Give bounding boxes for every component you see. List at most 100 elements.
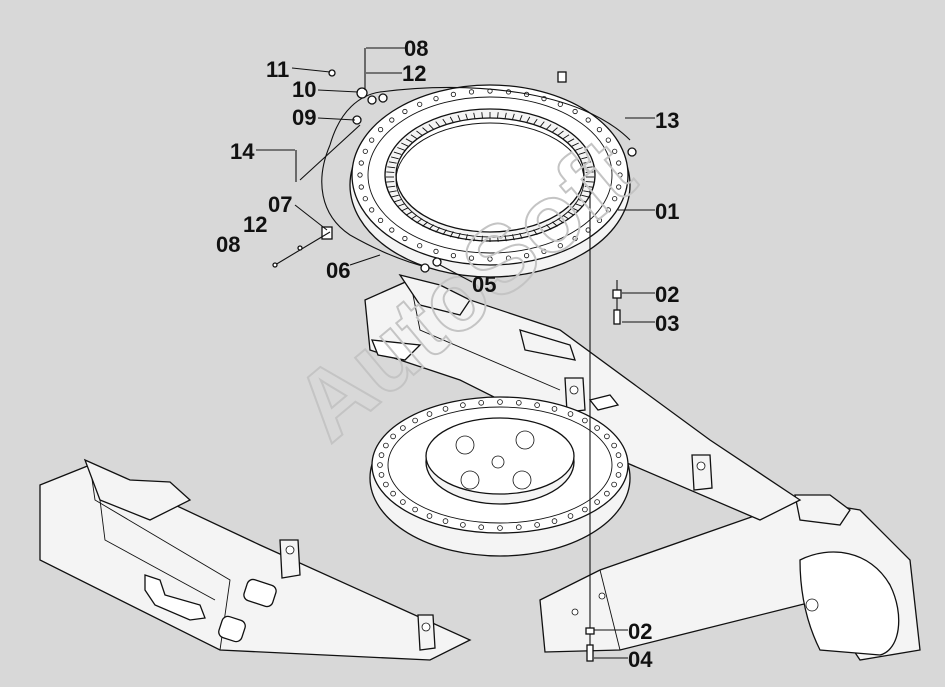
bolt-hole [450,91,456,98]
gear-tooth [584,185,593,188]
gear-tooth [386,171,395,173]
bolt-hole [400,499,406,505]
bolt-hole [390,490,396,497]
gear-tooth [581,194,590,198]
bolt-hole [582,506,588,513]
bolt-hole [478,524,485,530]
bolt-hole [604,490,610,497]
gear-tooth [539,121,545,127]
gear-tooth [481,112,483,119]
undercarriage-frame [39,273,921,661]
bolt-hole [617,172,623,178]
gear-tooth [387,185,396,188]
callout-10: 10 [292,77,316,102]
gear-tooth [387,166,396,169]
bolt-hole [442,518,449,524]
callout-labels: 08 12 11 10 09 14 13 01 07 12 08 06 05 0… [216,36,679,672]
gear-tooth [410,134,418,140]
bolt-hole [572,235,578,242]
bolt-hole [468,89,475,95]
gear-tooth [567,138,575,143]
bolt-stack [364,48,622,662]
bolt-hole [567,411,574,417]
gear-tooth [557,218,564,224]
callout-14: 14 [230,139,255,164]
bolt-hole [390,433,396,440]
gear-tooth [504,112,507,119]
bolt-hole [612,148,618,154]
gear-tooth [575,203,583,207]
bolt-hole [594,499,600,505]
bolt-hole [497,399,503,405]
bolt-hole [523,253,530,259]
gear-tooth [581,156,590,160]
gear-tooth [465,113,469,120]
bolt-hole [534,402,540,408]
bolt-hole [572,108,578,115]
bolt-hole [377,217,384,223]
callout-02-top: 02 [655,282,679,307]
gear-tooth [401,207,409,212]
gear-tooth [401,142,409,147]
gear-tooth [442,118,447,125]
bolt-hole [582,417,588,424]
gear-tooth [584,166,593,169]
bolt-hole [460,402,466,408]
bolt-hole [594,425,600,431]
gear-tooth [526,116,531,123]
bolt-hole [377,127,384,133]
swing-base-ring [369,396,631,557]
bolt-hole [616,184,622,190]
bolt-hole [383,481,389,488]
bolt-hole [362,196,368,202]
gear-tooth [546,124,552,130]
bolt-hole [378,452,385,458]
gear-tooth [397,147,405,151]
bolt-hole [426,411,433,417]
slewing-ring [349,84,631,278]
gear-tooth [390,156,399,160]
bolt-hole [433,96,439,102]
gear-tooth [386,181,395,183]
gear-tooth [405,138,413,143]
gear-tooth [497,112,499,119]
gear-tooth [393,151,402,155]
bolt-hole [460,522,466,528]
bolt-hole [358,160,364,166]
callout-09: 09 [292,105,316,130]
gear-tooth [585,171,594,173]
callout-08-top: 08 [404,36,428,61]
gear-tooth [557,130,564,136]
grease-lines [272,69,637,273]
bolt-hole [412,417,418,424]
bolt-hole [617,462,623,468]
gear-tooth [567,211,575,216]
callout-07: 07 [268,192,292,217]
gear-tooth [449,116,454,123]
gear-tooth [457,115,461,122]
callout-06: 06 [326,258,350,283]
bolt-hole [402,108,408,115]
bolt-hole [358,184,364,190]
bolt-hole [357,172,363,178]
bolt-hole [557,243,563,249]
bolt-hole [478,399,485,406]
gear-tooth [435,121,441,127]
bolt-hole [585,117,591,123]
bolt-hole [377,462,383,468]
callout-05: 05 [472,272,496,297]
callout-12-top: 12 [402,61,426,86]
callout-03: 03 [655,311,679,336]
bolt-hole [515,399,522,406]
bolt-hole [383,442,389,449]
bolt-hole [567,513,574,519]
bolt-hole [369,137,375,143]
bolt-hole [468,255,475,261]
callout-13: 13 [655,108,679,133]
bolt-hole [417,243,423,249]
bolt-hole [534,522,540,528]
bolt-hole [604,433,610,440]
bolt-hole [412,506,418,513]
gear-tooth [583,161,592,164]
gear-tooth [410,214,418,220]
